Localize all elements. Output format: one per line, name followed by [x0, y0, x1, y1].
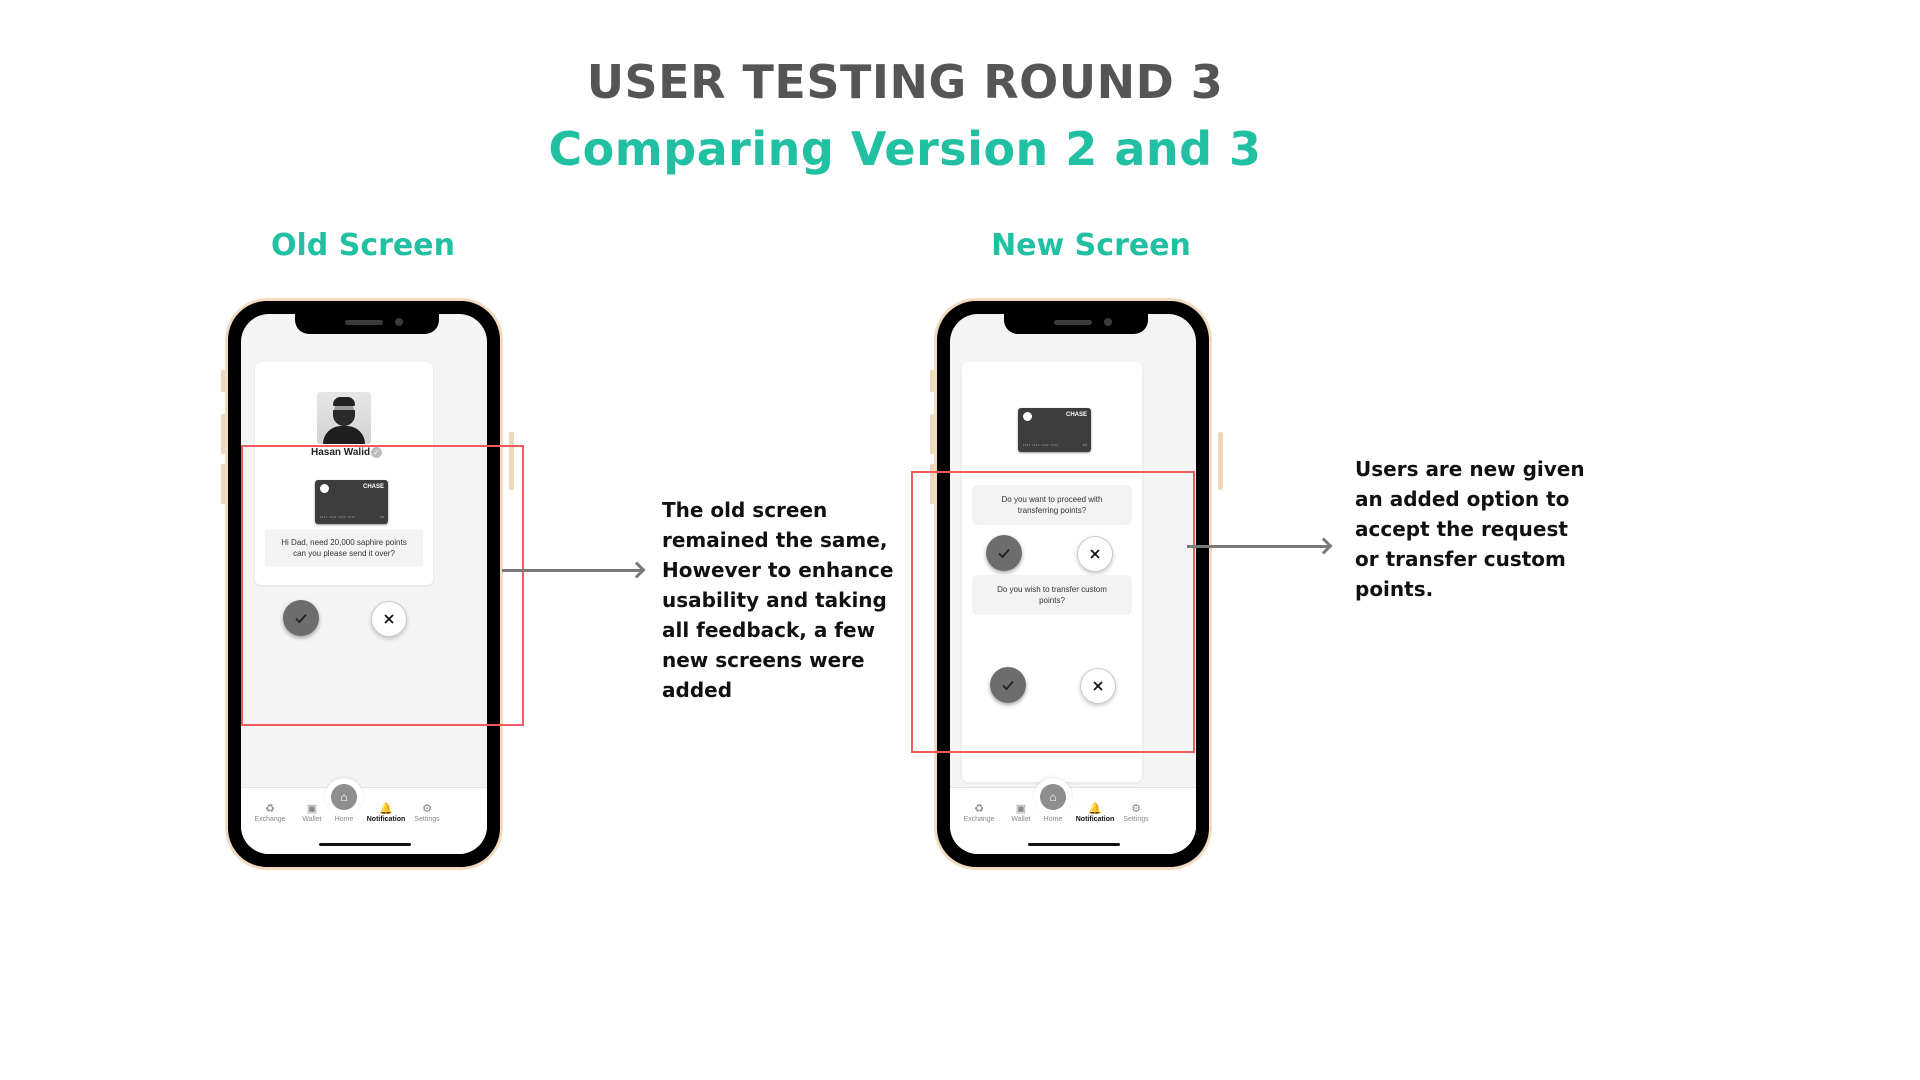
phone-side-button: [221, 464, 226, 504]
old-phone-screen: Hasan Walid ✓ CHASE •••• •••• •••• •••• …: [241, 314, 487, 854]
accept-button[interactable]: [283, 600, 319, 636]
reject-transfer-button[interactable]: [1077, 536, 1113, 572]
phone-side-button: [930, 464, 935, 504]
old-screen-label: Old Screen: [271, 228, 455, 263]
card-brand: CHASE: [1065, 412, 1087, 418]
phone-notch: [1004, 314, 1148, 334]
card-brand: CHASE: [362, 484, 384, 490]
check-icon: [998, 548, 1010, 559]
exchange-icon: ♻: [974, 803, 984, 815]
check-icon: [1002, 680, 1014, 691]
phone-side-button: [221, 414, 226, 454]
tab-home[interactable]: Home: [1043, 816, 1063, 823]
new-phone-screen: CHASE •••• •••• •••• •••• ••• Do you wan…: [950, 314, 1196, 854]
new-phone: CHASE •••• •••• •••• •••• ••• Do you wan…: [934, 298, 1212, 870]
home-indicator: [1028, 843, 1120, 846]
reject-custom-button[interactable]: [1080, 668, 1116, 704]
credit-card: CHASE •••• •••• •••• •••• •••: [1018, 408, 1091, 452]
wallet-icon: ▣: [306, 803, 318, 815]
old-note: The old screen remained the same, Howeve…: [662, 498, 894, 702]
tab-exchange[interactable]: ♻Exchange: [956, 802, 1002, 823]
tab-wallet[interactable]: ▣Wallet: [289, 802, 335, 823]
tab-notification[interactable]: 🔔Notification: [363, 802, 409, 823]
camera: [395, 318, 403, 326]
tab-exchange[interactable]: ♻Exchange: [247, 802, 293, 823]
request-message: Hi Dad, need 20,000 saphire points can y…: [265, 529, 423, 567]
user-name: Hasan Walid: [311, 447, 371, 458]
avatar: [317, 392, 371, 444]
bell-icon: 🔔: [1088, 803, 1102, 815]
phone-side-button: [930, 414, 935, 454]
bell-icon: 🔔: [379, 803, 393, 815]
home-icon: ⌂: [331, 784, 357, 810]
close-icon: [384, 614, 394, 624]
arrow-new: [1187, 545, 1329, 548]
page-title: USER TESTING ROUND 3: [586, 55, 1224, 109]
camera: [1104, 318, 1112, 326]
arrow-old-head: [628, 561, 646, 579]
home-indicator: [319, 843, 411, 846]
new-screen-label: New Screen: [991, 228, 1191, 263]
page-subtitle: Comparing Version 2 and 3: [548, 122, 1262, 176]
phone-side-button: [1218, 432, 1223, 490]
phone-side-button: [930, 370, 935, 392]
phone-side-button: [221, 370, 226, 392]
tab-notification[interactable]: 🔔Notification: [1072, 802, 1118, 823]
tab-settings[interactable]: ⚙Settings: [1113, 802, 1159, 823]
accept-transfer-button[interactable]: [986, 535, 1022, 571]
arrow-old: [502, 569, 642, 572]
gear-icon: ⚙: [1131, 803, 1141, 815]
tab-bar: ♻Exchange ▣Wallet ⌂ Home 🔔Notification ⚙…: [950, 778, 1196, 854]
exchange-icon: ♻: [265, 803, 275, 815]
phone-side-button: [509, 432, 514, 490]
tab-home[interactable]: Home: [334, 816, 354, 823]
check-icon: [295, 613, 307, 624]
home-bubble[interactable]: ⌂: [325, 778, 363, 816]
verified-icon: ✓: [371, 447, 382, 458]
new-note: Users are new given an added option to a…: [1355, 457, 1585, 601]
old-phone: Hasan Walid ✓ CHASE •••• •••• •••• •••• …: [225, 298, 503, 870]
home-bubble[interactable]: ⌂: [1034, 778, 1072, 816]
accept-custom-button[interactable]: [990, 667, 1026, 703]
close-icon: [1093, 681, 1103, 691]
question-custom: Do you wish to transfer custom points?: [972, 575, 1132, 615]
highlight-box-old: [241, 445, 524, 726]
close-icon: [1090, 549, 1100, 559]
reject-button[interactable]: [371, 601, 407, 637]
speaker: [345, 320, 383, 325]
tab-bar: ♻Exchange ▣Wallet ⌂ Home 🔔Notification ⚙…: [241, 778, 487, 854]
gear-icon: ⚙: [422, 803, 432, 815]
wallet-icon: ▣: [1015, 803, 1027, 815]
question-proceed: Do you want to proceed with transferring…: [972, 485, 1132, 525]
home-icon: ⌂: [1040, 784, 1066, 810]
phone-notch: [295, 314, 439, 334]
arrow-new-head: [1315, 537, 1333, 555]
tab-wallet[interactable]: ▣Wallet: [998, 802, 1044, 823]
credit-card: CHASE •••• •••• •••• •••• •••: [315, 480, 388, 524]
highlight-box-new: [911, 471, 1195, 753]
tab-settings[interactable]: ⚙Settings: [404, 802, 450, 823]
speaker: [1054, 320, 1092, 325]
